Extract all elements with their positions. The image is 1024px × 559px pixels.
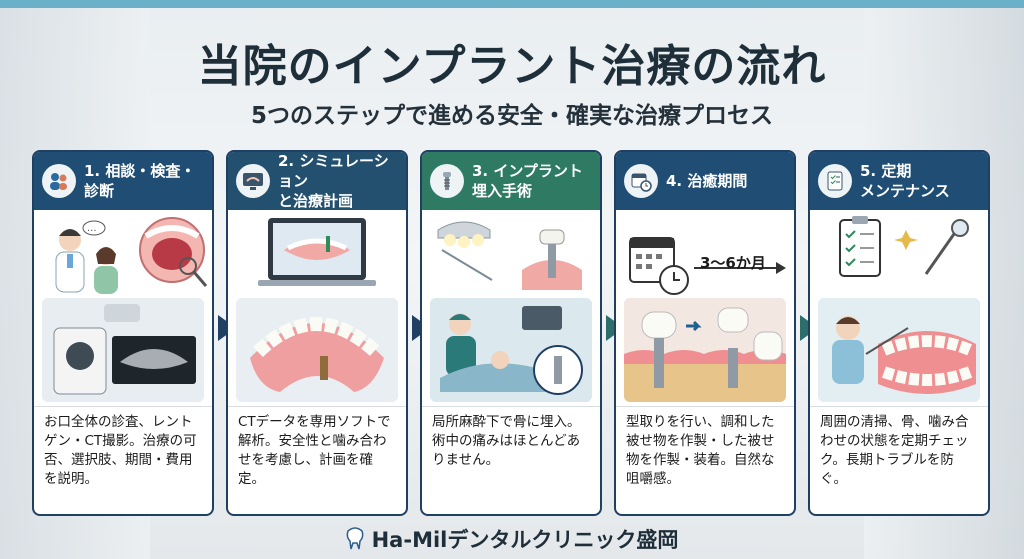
page-subtitle: 5つのステップで進める安全・確実な治療プロセス bbox=[250, 103, 773, 129]
step-title-1: 1. 相談・検査・ 診断 bbox=[84, 162, 196, 200]
steps-container: 1. 相談・検査・ 診断 ... bbox=[32, 150, 992, 518]
step-header-5: 5. 定期 メンテナンス bbox=[810, 152, 988, 210]
maintenance-check-photo bbox=[818, 298, 980, 402]
calendar-clock-icon bbox=[624, 164, 658, 198]
svg-text:...: ... bbox=[87, 223, 97, 234]
step-description-5: 周囲の清掃、骨、噛み合わせの状態を定期チェック。長期トラブルを防ぐ。 bbox=[810, 406, 988, 495]
ct-scanner-photo bbox=[42, 298, 204, 402]
step-illustration-4: 3〜6か月 bbox=[616, 210, 794, 406]
step-card-3: 3. インプラント 埋入手術 bbox=[420, 150, 602, 516]
tooth-logo-icon bbox=[346, 526, 364, 556]
step-card-5: 5. 定期 メンテナンス bbox=[808, 150, 990, 516]
surgery-scene-photo bbox=[430, 298, 592, 402]
step-description-3: 局所麻酔下で骨に埋入。術中の痛みはほとんどありません。 bbox=[422, 406, 600, 476]
monitor-jaw-icon bbox=[236, 164, 270, 198]
step-title-5: 5. 定期 メンテナンス bbox=[860, 162, 950, 200]
step-header-3: 3. インプラント 埋入手術 bbox=[422, 152, 600, 210]
step-illustration-1: ... bbox=[34, 210, 212, 406]
checklist-icon bbox=[818, 164, 852, 198]
clinic-footer: Ha-Milデンタルクリニック盛岡 bbox=[0, 524, 1024, 556]
step-card-2: 2. シミュレーション と治療計画 CTデータを専用ソフトで解析。安全性と bbox=[226, 150, 408, 516]
step-illustration-2 bbox=[228, 210, 406, 406]
step-title-3: 3. インプラント 埋入手術 bbox=[472, 162, 583, 200]
jaw-model-photo bbox=[236, 298, 398, 402]
surgery-light-implant-illustration bbox=[437, 221, 582, 290]
step-description-4: 型取りを行い、調和した被せ物を作製・した被せ物を作製・装着。自然な咀嚼感。 bbox=[616, 406, 794, 495]
consultation-icon bbox=[42, 164, 76, 198]
step-header-1: 1. 相談・検査・ 診断 bbox=[34, 152, 212, 210]
crown-placement-photo bbox=[624, 298, 786, 402]
laptop-simulation-illustration bbox=[258, 218, 376, 286]
calendar-period-illustration bbox=[629, 237, 786, 295]
page-title: 当院のインプラント治療の流れ bbox=[197, 41, 827, 92]
clipboard-mirror-illustration bbox=[839, 216, 969, 277]
step-header-4: 4. 治癒期間 bbox=[616, 152, 794, 210]
clinic-name: Ha-Milデンタルクリニック盛岡 bbox=[371, 528, 679, 552]
step-card-1: 1. 相談・検査・ 診断 ... bbox=[32, 150, 214, 516]
step-card-4: 4. 治癒期間 3〜6か月 bbox=[614, 150, 796, 516]
step-title-2: 2. シミュレーション と治療計画 bbox=[278, 152, 389, 210]
healing-period-label: 3〜6か月 bbox=[700, 254, 766, 272]
step-description-2: CTデータを専用ソフトで解析。安全性と噛み合わせを考慮し、計画を確定。 bbox=[228, 406, 406, 495]
step-illustration-5 bbox=[810, 210, 988, 406]
doctor-patient-illustration: ... bbox=[55, 217, 208, 294]
implant-icon bbox=[430, 164, 464, 198]
step-description-1: お口全体の診査、レントゲン・CT撮影。治療の可否、選択肢、期間・費用を説明。 bbox=[34, 406, 212, 495]
step-title-4: 4. 治癒期間 bbox=[666, 172, 748, 190]
step-header-2: 2. シミュレーション と治療計画 bbox=[228, 152, 406, 210]
step-illustration-3 bbox=[422, 210, 600, 406]
top-accent-bar bbox=[0, 0, 1024, 8]
